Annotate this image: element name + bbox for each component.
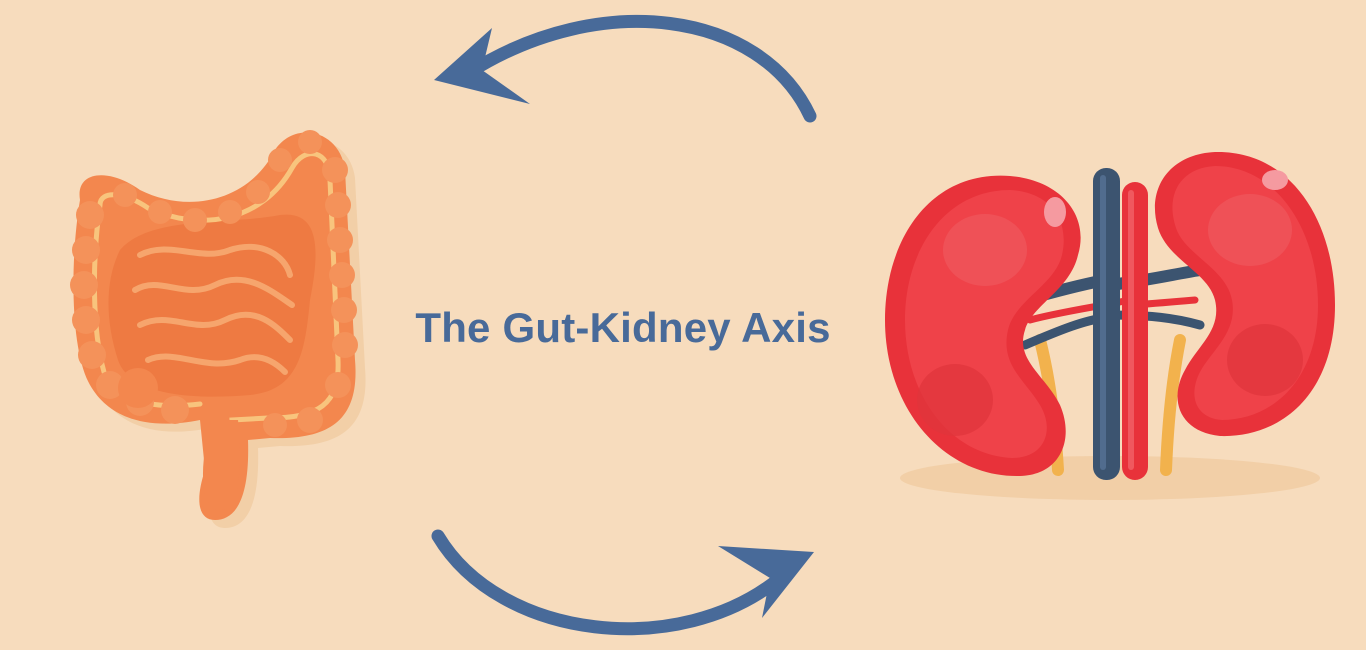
curved-arrow-right-icon	[431, 529, 814, 636]
kidneys-icon	[885, 151, 1335, 500]
curved-arrow-left-icon	[434, 15, 817, 123]
intestines-icon	[70, 130, 366, 528]
diagram-title: The Gut-Kidney Axis	[415, 304, 831, 351]
